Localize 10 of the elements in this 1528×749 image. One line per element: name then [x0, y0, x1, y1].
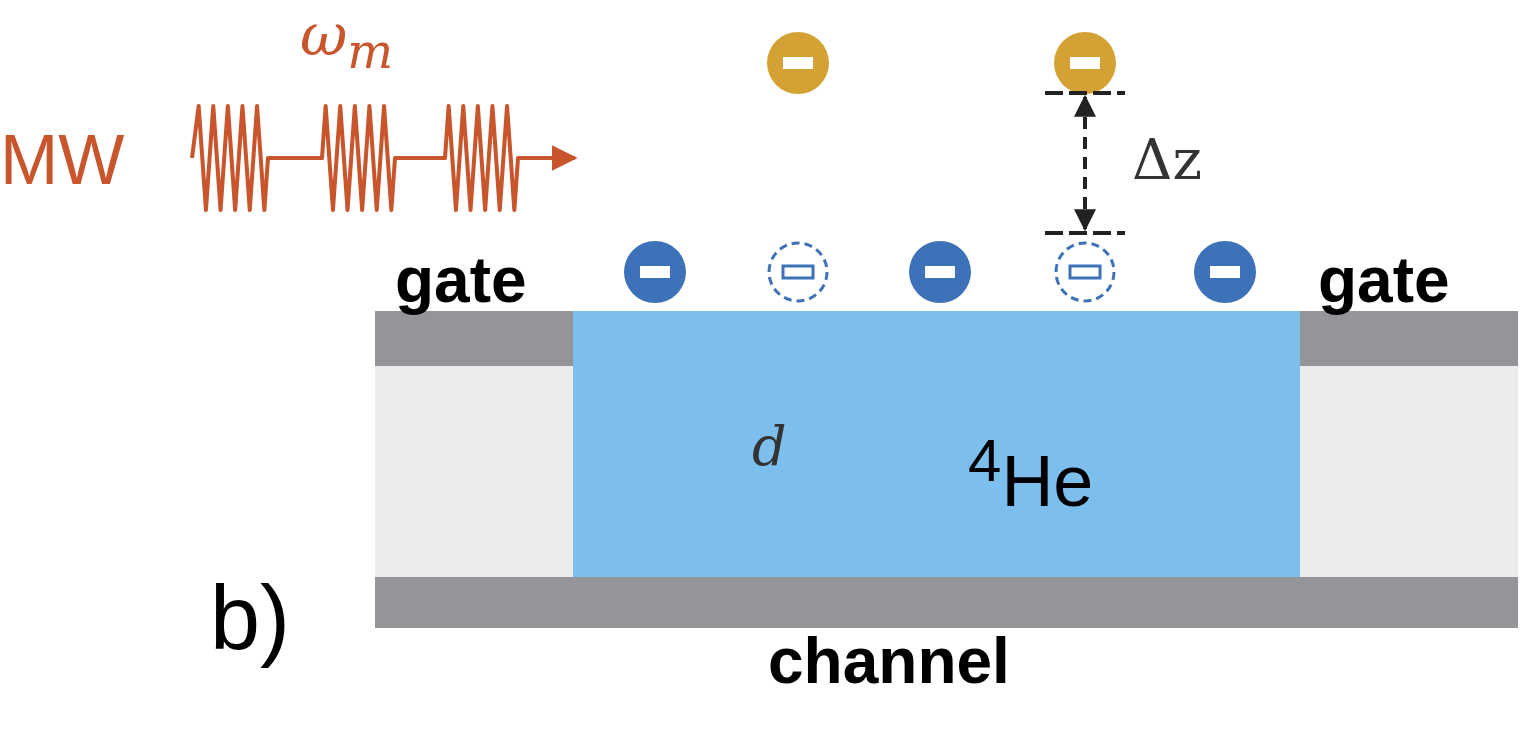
liquid-helium: [573, 311, 1300, 577]
material-label: $^{4}$He: [968, 426, 1094, 521]
thickness-label: d: [752, 414, 787, 480]
substrate-layer: [1300, 366, 1518, 577]
channel-label: channel: [768, 629, 1010, 693]
substrate-layer: [375, 366, 573, 577]
height-label: Δz: [1132, 126, 1202, 194]
frequency-label: ω$_{m}$: [300, 0, 394, 81]
panel-label: b): [210, 568, 291, 668]
microwave-label: MW: [0, 120, 125, 200]
